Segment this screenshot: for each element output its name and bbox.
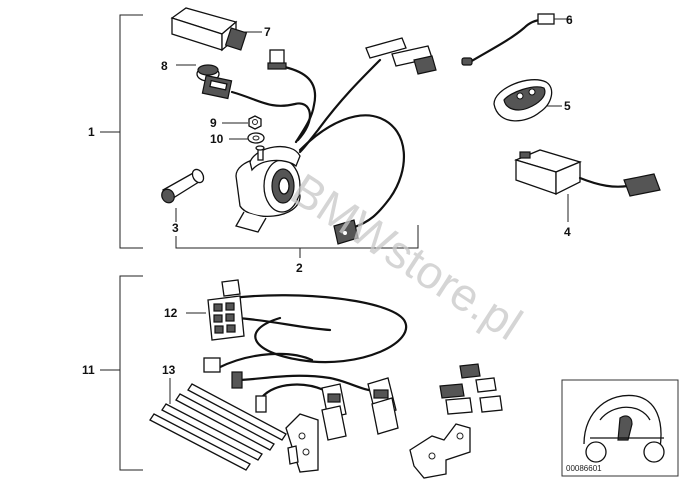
callout-9: 9 <box>210 116 217 130</box>
callout-8: 8 <box>161 59 168 73</box>
callout-3: 3 <box>172 221 179 235</box>
image-number: 00086601 <box>566 464 602 473</box>
callout-12: 12 <box>164 306 178 320</box>
callout-13: 13 <box>162 363 176 377</box>
mounting-bracket-large <box>409 423 471 479</box>
grommet-part-8 <box>176 64 220 82</box>
mounting-bracket-small <box>285 413 319 473</box>
callout-5: 5 <box>564 99 571 113</box>
watermark: BMWstore.pl <box>282 163 531 350</box>
group-bracket-11 <box>100 275 143 471</box>
remote-transmitter-part-5 <box>493 79 562 122</box>
siren-harness-part-2 <box>201 37 437 245</box>
callout-7: 7 <box>264 25 271 39</box>
cable-ties-part-13 <box>149 378 287 471</box>
adhesive-pads <box>439 363 503 415</box>
group-bracket-1 <box>100 14 143 249</box>
key-cylinder-part-3 <box>161 168 205 222</box>
sensor-lead-part-6 <box>461 13 572 66</box>
receiver-module-part-4 <box>514 149 661 222</box>
washer-part-10 <box>229 132 265 144</box>
callout-6: 6 <box>566 13 573 27</box>
callout-2: 2 <box>296 261 303 275</box>
vehicle-thumbnail: 00086601 <box>561 379 679 477</box>
callout-1: 1 <box>88 125 95 139</box>
nut-part-9 <box>222 115 262 130</box>
wiring-harness-part-11 <box>186 279 408 441</box>
callout-11: 11 <box>82 363 95 377</box>
callout-4: 4 <box>564 225 571 239</box>
module-box-part-7 <box>170 7 262 52</box>
callout-10: 10 <box>210 132 224 146</box>
group-bracket-2 <box>175 225 419 258</box>
